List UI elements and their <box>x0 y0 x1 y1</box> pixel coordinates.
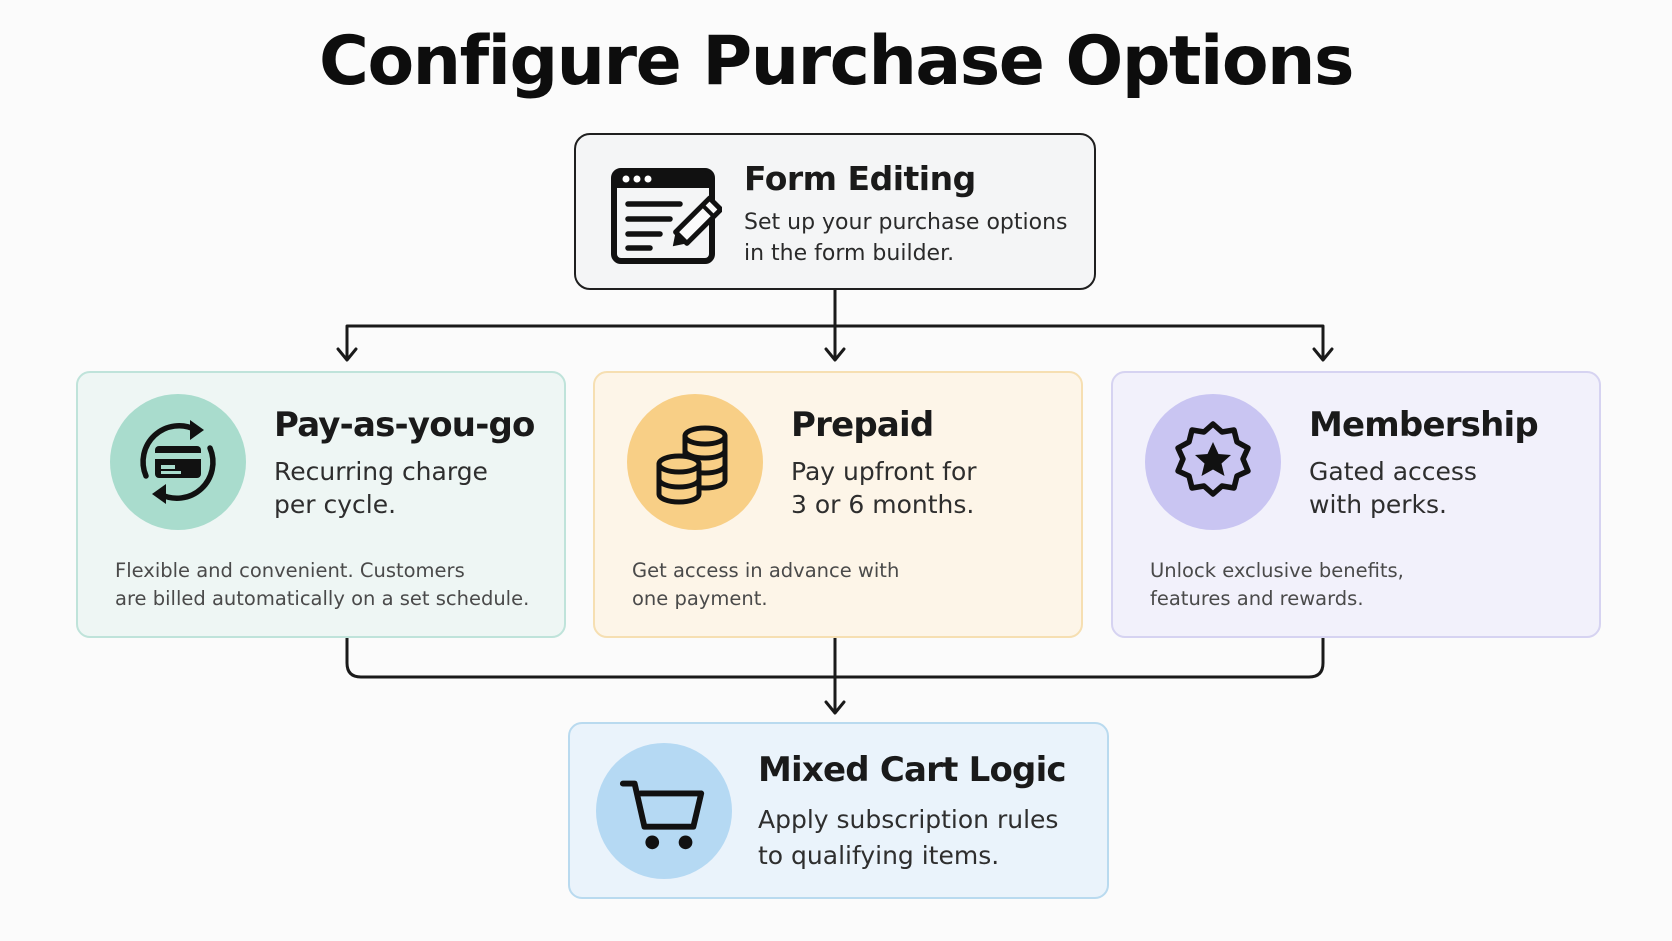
coins-icon <box>656 425 728 505</box>
recurring-card-icon <box>140 420 216 504</box>
membership-heading: Membership <box>1309 405 1539 445</box>
prepaid-icon-circle <box>627 394 763 530</box>
pay-as-you-go-description: Flexible and convenient. Customers are b… <box>115 559 530 610</box>
star-badge-icon <box>1175 421 1251 497</box>
membership-summary: Gated access with perks. <box>1309 457 1477 519</box>
form-editing-description: Set up your purchase options in the form… <box>744 210 1068 266</box>
mixed-cart-heading: Mixed Cart Logic <box>758 750 1067 790</box>
arrowhead-membership <box>1312 347 1334 362</box>
cart-icon <box>619 780 705 850</box>
mixed-cart-icon-circle <box>596 743 732 879</box>
mixed-cart-logic-node: Mixed Cart Logic Apply subscription rule… <box>568 722 1109 899</box>
membership-card: Membership Gated access with perks. Unlo… <box>1111 371 1601 638</box>
prepaid-card: Prepaid Pay upfront for 3 or 6 months. G… <box>593 371 1083 638</box>
prepaid-heading: Prepaid <box>791 405 934 445</box>
arrowhead-mixed-cart <box>824 700 846 715</box>
membership-description: Unlock exclusive benefits, features and … <box>1150 559 1404 610</box>
pay-as-you-go-summary: Recurring charge per cycle. <box>274 457 488 519</box>
mixed-cart-description: Apply subscription rules to qualifying i… <box>758 805 1059 870</box>
arrowhead-payg <box>336 347 358 362</box>
pay-as-you-go-icon-circle <box>110 394 246 530</box>
pay-as-you-go-card: Pay-as-you-go Recurring charge per cycle… <box>76 371 566 638</box>
prepaid-summary: Pay upfront for 3 or 6 months. <box>791 457 977 519</box>
form-editing-heading: Form Editing <box>744 159 976 198</box>
arrowhead-prepaid <box>824 347 846 362</box>
page-title: Configure Purchase Options <box>319 22 1354 101</box>
membership-icon-circle <box>1145 394 1281 530</box>
form-editing-node: Form Editing Set up your purchase option… <box>574 133 1096 290</box>
prepaid-description: Get access in advance with one payment. <box>632 559 900 610</box>
pay-as-you-go-heading: Pay-as-you-go <box>274 405 535 445</box>
form-edit-icon <box>611 168 722 264</box>
